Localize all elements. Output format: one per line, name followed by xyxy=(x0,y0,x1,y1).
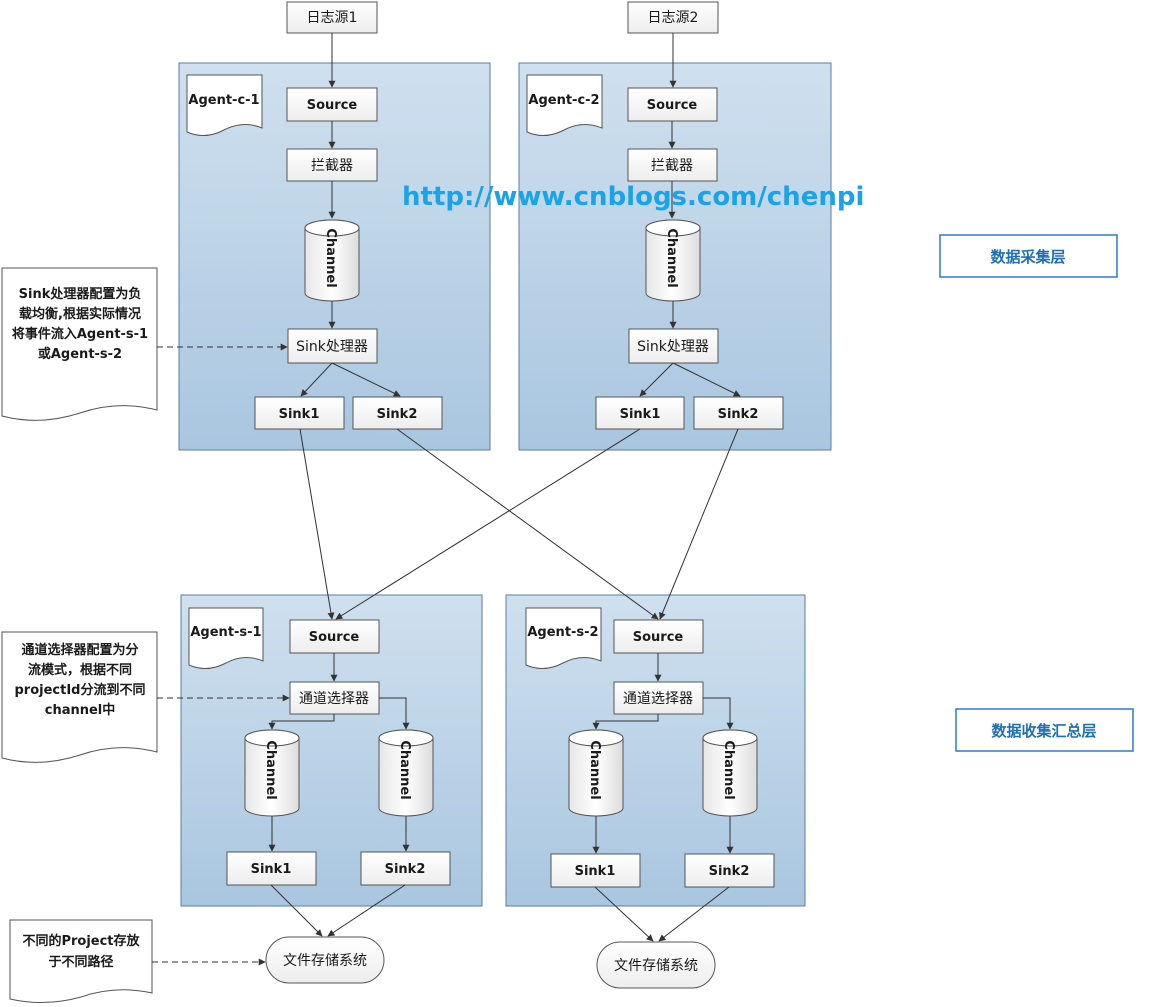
svg-text:Channel: Channel xyxy=(323,228,338,287)
svg-text:于不同路径: 于不同路径 xyxy=(48,954,113,970)
svg-text:projectId分流到不同: projectId分流到不同 xyxy=(15,682,146,698)
svg-text:Sink处理器配置为负: Sink处理器配置为负 xyxy=(19,286,142,302)
agent-s-1-channel-selector: 通道选择器 xyxy=(289,681,380,715)
svg-text:Sink2: Sink2 xyxy=(718,407,759,422)
agent-s-1-sink1: Sink1 xyxy=(226,851,317,886)
svg-text:Sink2: Sink2 xyxy=(709,864,750,879)
agent-s-2-label: Agent-s-2 xyxy=(525,607,602,669)
agent-s-2-channel-2: Channel xyxy=(702,729,758,817)
svg-text:Channel: Channel xyxy=(721,740,736,799)
agent-s-2-sink1: Sink1 xyxy=(550,853,641,888)
svg-text:Sink1: Sink1 xyxy=(279,407,320,422)
svg-text:通道选择器: 通道选择器 xyxy=(299,691,369,707)
svg-text:Agent-s-1: Agent-s-1 xyxy=(190,625,261,640)
agent-s-1-channel-2: Channel xyxy=(378,729,434,817)
agent-c-1-source: Source xyxy=(286,87,378,122)
svg-text:Channel: Channel xyxy=(587,740,602,799)
svg-text:数据采集层: 数据采集层 xyxy=(990,248,1065,266)
svg-text:拦截器: 拦截器 xyxy=(311,158,353,174)
svg-text:日志源2: 日志源2 xyxy=(648,10,699,26)
agent-c-1-sink2: Sink2 xyxy=(352,396,443,430)
connectors xyxy=(152,33,741,966)
agent-c-2-channel: Channel xyxy=(645,219,701,302)
svg-text:Source: Source xyxy=(647,98,698,113)
svg-text:Sink处理器: Sink处理器 xyxy=(637,339,709,355)
agent-c-2-sink-processor: Sink处理器 xyxy=(628,328,719,364)
svg-text:文件存储系统: 文件存储系统 xyxy=(614,958,698,974)
svg-text:拦截器: 拦截器 xyxy=(651,158,693,174)
svg-text:channel中: channel中 xyxy=(45,702,116,718)
agent-s-2-sink2: Sink2 xyxy=(684,853,775,888)
svg-text:Agent-s-2: Agent-s-2 xyxy=(527,625,598,640)
svg-text:Channel: Channel xyxy=(263,740,278,799)
svg-text:数据收集汇总层: 数据收集汇总层 xyxy=(991,722,1096,740)
svg-text:Sink2: Sink2 xyxy=(377,407,418,422)
svg-text:Sink1: Sink1 xyxy=(251,862,292,877)
agent-s-1-sink2: Sink2 xyxy=(360,851,451,886)
svg-text:将事件流入Agent-s-1: 将事件流入Agent-s-1 xyxy=(12,326,148,342)
agent-c-2-interceptor: 拦截器 xyxy=(627,148,718,182)
note-project-storage: 不同的Project存放 于不同路径 xyxy=(9,919,153,1004)
agent-c-2-source: Source xyxy=(627,87,718,122)
agent-s-2-channel-selector: 通道选择器 xyxy=(613,681,704,715)
svg-text:Channel: Channel xyxy=(664,228,679,287)
svg-text:Sink1: Sink1 xyxy=(575,864,616,879)
agent-s-1-label: Agent-s-1 xyxy=(188,607,264,669)
svg-text:通道选择器: 通道选择器 xyxy=(623,691,693,707)
note-sink-processor: Sink处理器配置为负 载均衡,根据实际情况 将事件流入Agent-s-1 或A… xyxy=(1,267,158,421)
svg-text:Source: Source xyxy=(309,630,360,645)
agent-c-1-channel: Channel xyxy=(304,219,360,302)
svg-text:Sink2: Sink2 xyxy=(385,862,426,877)
svg-text:或Agent-s-2: 或Agent-s-2 xyxy=(38,346,122,362)
svg-text:Agent-c-1: Agent-c-1 xyxy=(188,93,259,108)
agent-c-1-interceptor: 拦截器 xyxy=(286,148,378,182)
agent-c-1-label: Agent-c-1 xyxy=(186,74,263,136)
file-storage-system-2: 文件存储系统 xyxy=(596,941,716,989)
svg-text:Source: Source xyxy=(633,630,684,645)
svg-text:流模式，根据不同: 流模式，根据不同 xyxy=(28,662,132,678)
svg-text:文件存储系统: 文件存储系统 xyxy=(283,953,367,969)
layer-label-collect: 数据采集层 xyxy=(939,234,1118,278)
svg-text:Agent-c-2: Agent-c-2 xyxy=(528,93,599,108)
svg-text:Sink1: Sink1 xyxy=(620,407,661,422)
svg-text:Sink处理器: Sink处理器 xyxy=(296,339,368,355)
svg-text:Channel: Channel xyxy=(397,740,412,799)
agent-s-1-channel-1: Channel xyxy=(244,729,300,817)
agent-c-2-sink1: Sink1 xyxy=(595,396,685,430)
agent-s-2-channel-1: Channel xyxy=(568,729,624,817)
log-source-1: 日志源1 xyxy=(286,1,378,34)
svg-text:Source: Source xyxy=(307,98,358,113)
watermark-url: http://www.cnblogs.com/chenpi xyxy=(402,182,864,212)
layer-label-aggregate: 数据收集汇总层 xyxy=(955,708,1134,752)
file-storage-system-1: 文件存储系统 xyxy=(265,936,385,984)
agent-c-2-sink2: Sink2 xyxy=(693,396,784,430)
agent-s-2-source: Source xyxy=(613,619,704,654)
svg-text:不同的Project存放: 不同的Project存放 xyxy=(22,933,140,949)
agent-s-1-source: Source xyxy=(289,619,380,654)
agent-c-1-sink1: Sink1 xyxy=(254,396,345,430)
svg-text:载均衡,根据实际情况: 载均衡,根据实际情况 xyxy=(19,306,141,322)
note-channel-selector: 通道选择器配置为分 流模式，根据不同 projectId分流到不同 channe… xyxy=(1,631,158,763)
agent-c-1-sink-processor: Sink处理器 xyxy=(287,328,378,364)
svg-text:通道选择器配置为分: 通道选择器配置为分 xyxy=(21,642,138,658)
svg-text:日志源1: 日志源1 xyxy=(307,10,358,26)
log-source-2: 日志源2 xyxy=(627,1,719,34)
agent-c-2-label: Agent-c-2 xyxy=(526,74,603,136)
